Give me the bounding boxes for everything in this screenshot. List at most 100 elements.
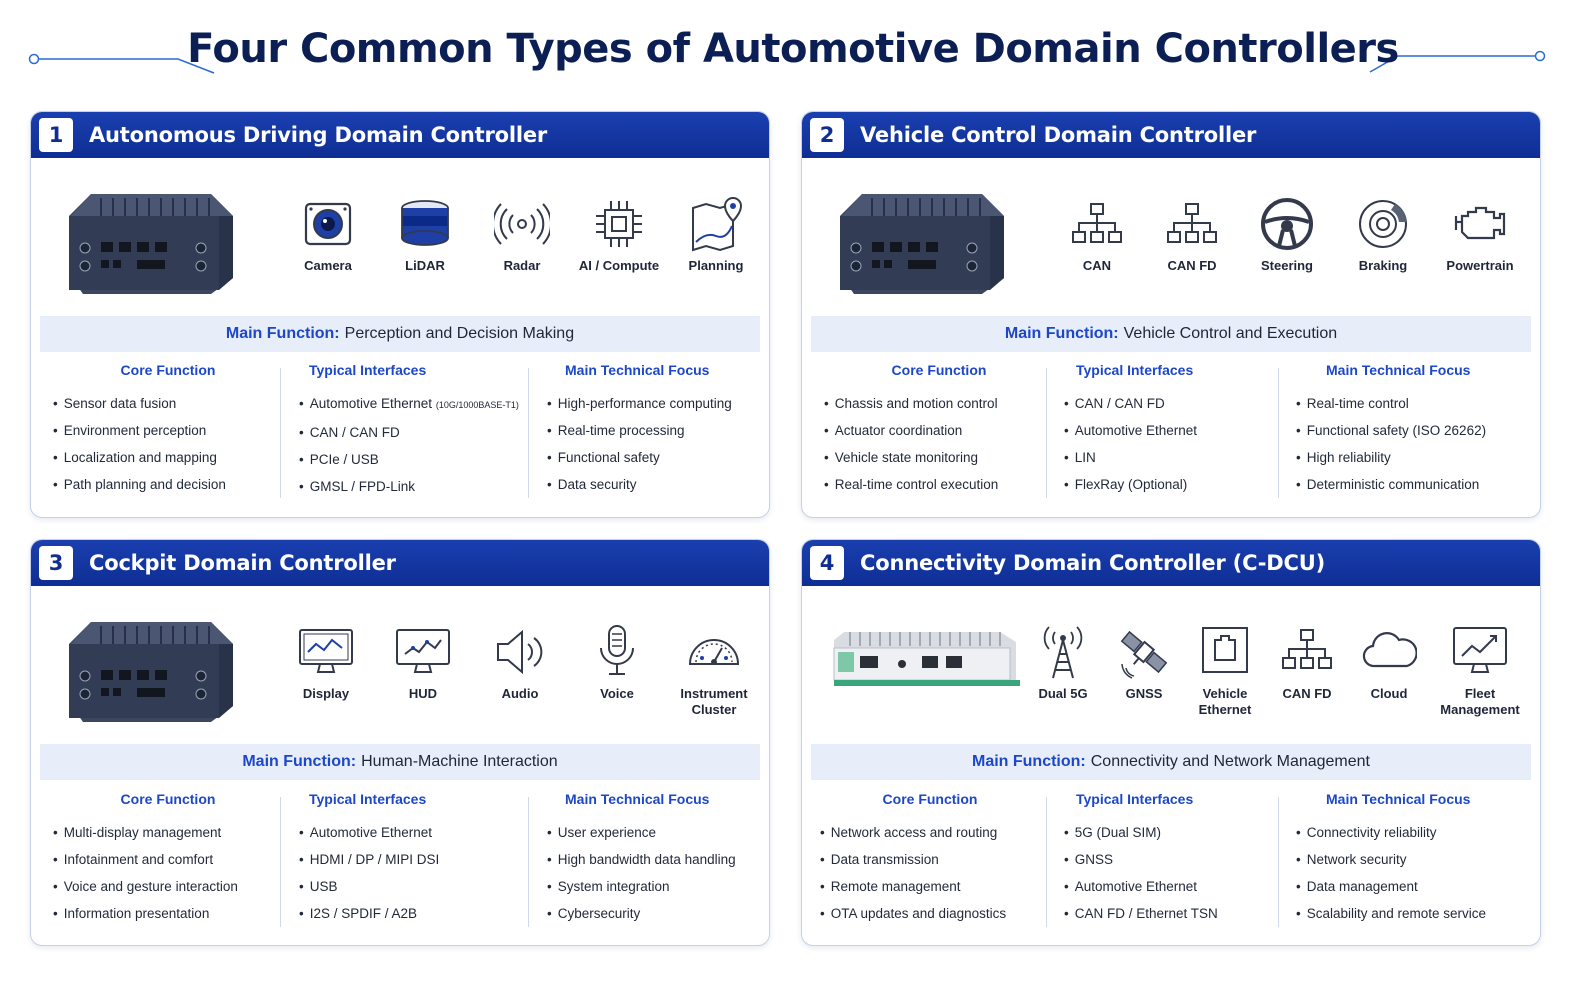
list-item: High-performance computing [547, 390, 757, 417]
column-divider [1278, 368, 1279, 498]
list-item: Path planning and decision [53, 471, 283, 498]
powertrain-item: Powertrain [1432, 196, 1528, 274]
card-number: 4 [810, 546, 844, 580]
list-item: Vehicle state monitoring [824, 444, 1054, 471]
list-item: Real-time processing [547, 417, 757, 444]
icon-label: Radar [503, 258, 541, 273]
column-divider [1278, 797, 1279, 927]
list-item: GMSL / FPD-Link [299, 473, 529, 500]
engine-icon [1454, 206, 1506, 240]
page-title: Four Common Types of Automotive Domain C… [187, 26, 1399, 72]
brake-disc-icon [1359, 200, 1407, 248]
voice-item: Voice [569, 624, 665, 702]
lidar-icon [401, 200, 449, 246]
list-item: Chassis and motion control [824, 390, 1054, 417]
icon-label: Powertrain [1446, 258, 1514, 273]
controller-box-image [69, 622, 233, 722]
icon-label: AI / Compute [578, 258, 660, 273]
list-item: Automotive Ethernet [1064, 417, 1274, 444]
icon-label: CAN FD [1167, 258, 1217, 273]
network-tree-icon [1167, 203, 1217, 243]
list-item: Information presentation [53, 900, 283, 927]
icon-label: Planning [688, 258, 744, 273]
cloud-item: Cloud [1341, 624, 1437, 702]
column-heading: Core Function [120, 791, 216, 807]
ai-compute-item: AI / Compute [571, 196, 667, 274]
typical-interfaces-column: Typical Interfaces Automotive EthernetHD… [299, 791, 529, 926]
satellite-icon [1120, 630, 1168, 679]
radar-icon [494, 203, 550, 245]
column-heading: Main Technical Focus [1326, 362, 1471, 378]
list-item: OTA updates and diagnostics [820, 900, 1040, 927]
list-item: FlexRay (Optional) [1064, 471, 1274, 498]
card-number: 2 [810, 118, 844, 152]
card-autonomous-driving: 1 Autonomous Driving Domain Controller C… [30, 111, 770, 518]
list-item: Multi-display management [53, 819, 283, 846]
list-item: Localization and mapping [53, 444, 283, 471]
braking-item: Braking [1335, 196, 1431, 274]
title-decoration [28, 50, 1546, 74]
antenna-tower-icon [1043, 626, 1083, 679]
list-item: CAN / CAN FD [1064, 390, 1274, 417]
list-item: Infotainment and comfort [53, 846, 283, 873]
column-heading: Typical Interfaces [309, 791, 427, 807]
card-title: Autonomous Driving Domain Controller [89, 123, 548, 147]
camera-icon [304, 202, 352, 246]
card-cockpit: 3 Cockpit Domain Controller Display HUD … [30, 539, 770, 946]
list-item: Automotive Ethernet (10G/1000BASE-T1) [299, 390, 529, 419]
icon-label: Voice [600, 686, 634, 701]
list-item: Network security [1296, 846, 1532, 873]
vehicle-ethernet-item: Vehicle Ethernet [1177, 624, 1273, 718]
main-function-value: Human-Machine Interaction [361, 753, 558, 770]
card-header: 3 Cockpit Domain Controller [31, 540, 769, 586]
list-item: CAN / CAN FD [299, 419, 529, 446]
main-function-band: Main Function:Human-Machine Interaction [40, 744, 760, 780]
list-item: Automotive Ethernet [1064, 873, 1274, 900]
technical-focus-column: Main Technical Focus High-performance co… [547, 362, 757, 497]
column-heading: Main Technical Focus [1326, 791, 1471, 807]
main-function-label: Main Function: [225, 325, 340, 342]
icon-label: HUD [408, 686, 438, 701]
column-heading: Core Function [882, 791, 978, 807]
icon-label: Camera [304, 258, 352, 273]
can-item: CAN [1049, 196, 1145, 274]
microphone-icon [600, 625, 634, 675]
list-item: System integration [547, 873, 757, 900]
icon-label: Fleet Management [1440, 686, 1520, 717]
hud-icon [396, 629, 450, 673]
icon-label: Instrument Cluster [680, 686, 748, 717]
speaker-icon [497, 629, 543, 675]
list-item: Functional safety [547, 444, 757, 471]
card-header: 4 Connectivity Domain Controller (C-DCU) [802, 540, 1540, 586]
cloud-icon [1362, 632, 1417, 668]
list-item: Voice and gesture interaction [53, 873, 283, 900]
card-title: Vehicle Control Domain Controller [860, 123, 1257, 147]
list-item: Connectivity reliability [1296, 819, 1532, 846]
column-heading: Main Technical Focus [565, 362, 710, 378]
planning-item: Planning [668, 196, 764, 274]
audio-item: Audio [472, 624, 568, 702]
list-item: GNSS [1064, 846, 1274, 873]
controller-box-image [69, 194, 233, 294]
card-title: Connectivity Domain Controller (C-DCU) [860, 551, 1325, 575]
detail-columns: Core Function Chassis and motion control… [802, 362, 1540, 502]
hud-item: HUD [375, 624, 471, 702]
card-vehicle-control: 2 Vehicle Control Domain Controller CAN … [801, 111, 1541, 518]
list-item: 5G (Dual SIM) [1064, 819, 1274, 846]
list-item: Real-time control execution [824, 471, 1054, 498]
list-item: USB [299, 873, 529, 900]
list-item: Actuator coordination [824, 417, 1054, 444]
card-title: Cockpit Domain Controller [89, 551, 396, 575]
column-divider [280, 368, 281, 498]
technical-focus-column: Main Technical Focus User experienceHigh… [547, 791, 757, 926]
core-function-column: Core Function Network access and routing… [820, 791, 1040, 926]
camera-item: Camera [280, 196, 376, 274]
list-item: Environment perception [53, 417, 283, 444]
list-item: Remote management [820, 873, 1040, 900]
detail-columns: Core Function Multi-display managementIn… [31, 791, 769, 931]
list-item: Sensor data fusion [53, 390, 283, 417]
icon-label: Braking [1358, 258, 1408, 273]
instrument-cluster-item: Instrument Cluster [666, 624, 762, 718]
list-item: User experience [547, 819, 757, 846]
icon-label: Cloud [1370, 686, 1408, 701]
